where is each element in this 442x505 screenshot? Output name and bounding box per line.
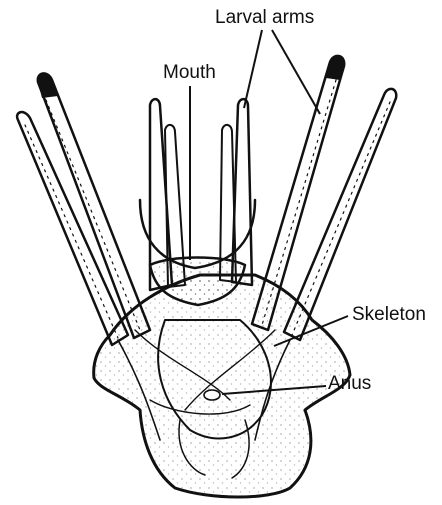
label-mouth: Mouth [163,63,216,82]
label-anus: Anus [328,374,371,393]
label-skeleton: Skeleton [352,305,426,324]
label-larval-arms: Larval arms [215,8,314,27]
anus-opening [204,390,220,400]
leader-larval-arms-right [272,30,320,114]
leader-larval-arms-left [244,30,262,108]
